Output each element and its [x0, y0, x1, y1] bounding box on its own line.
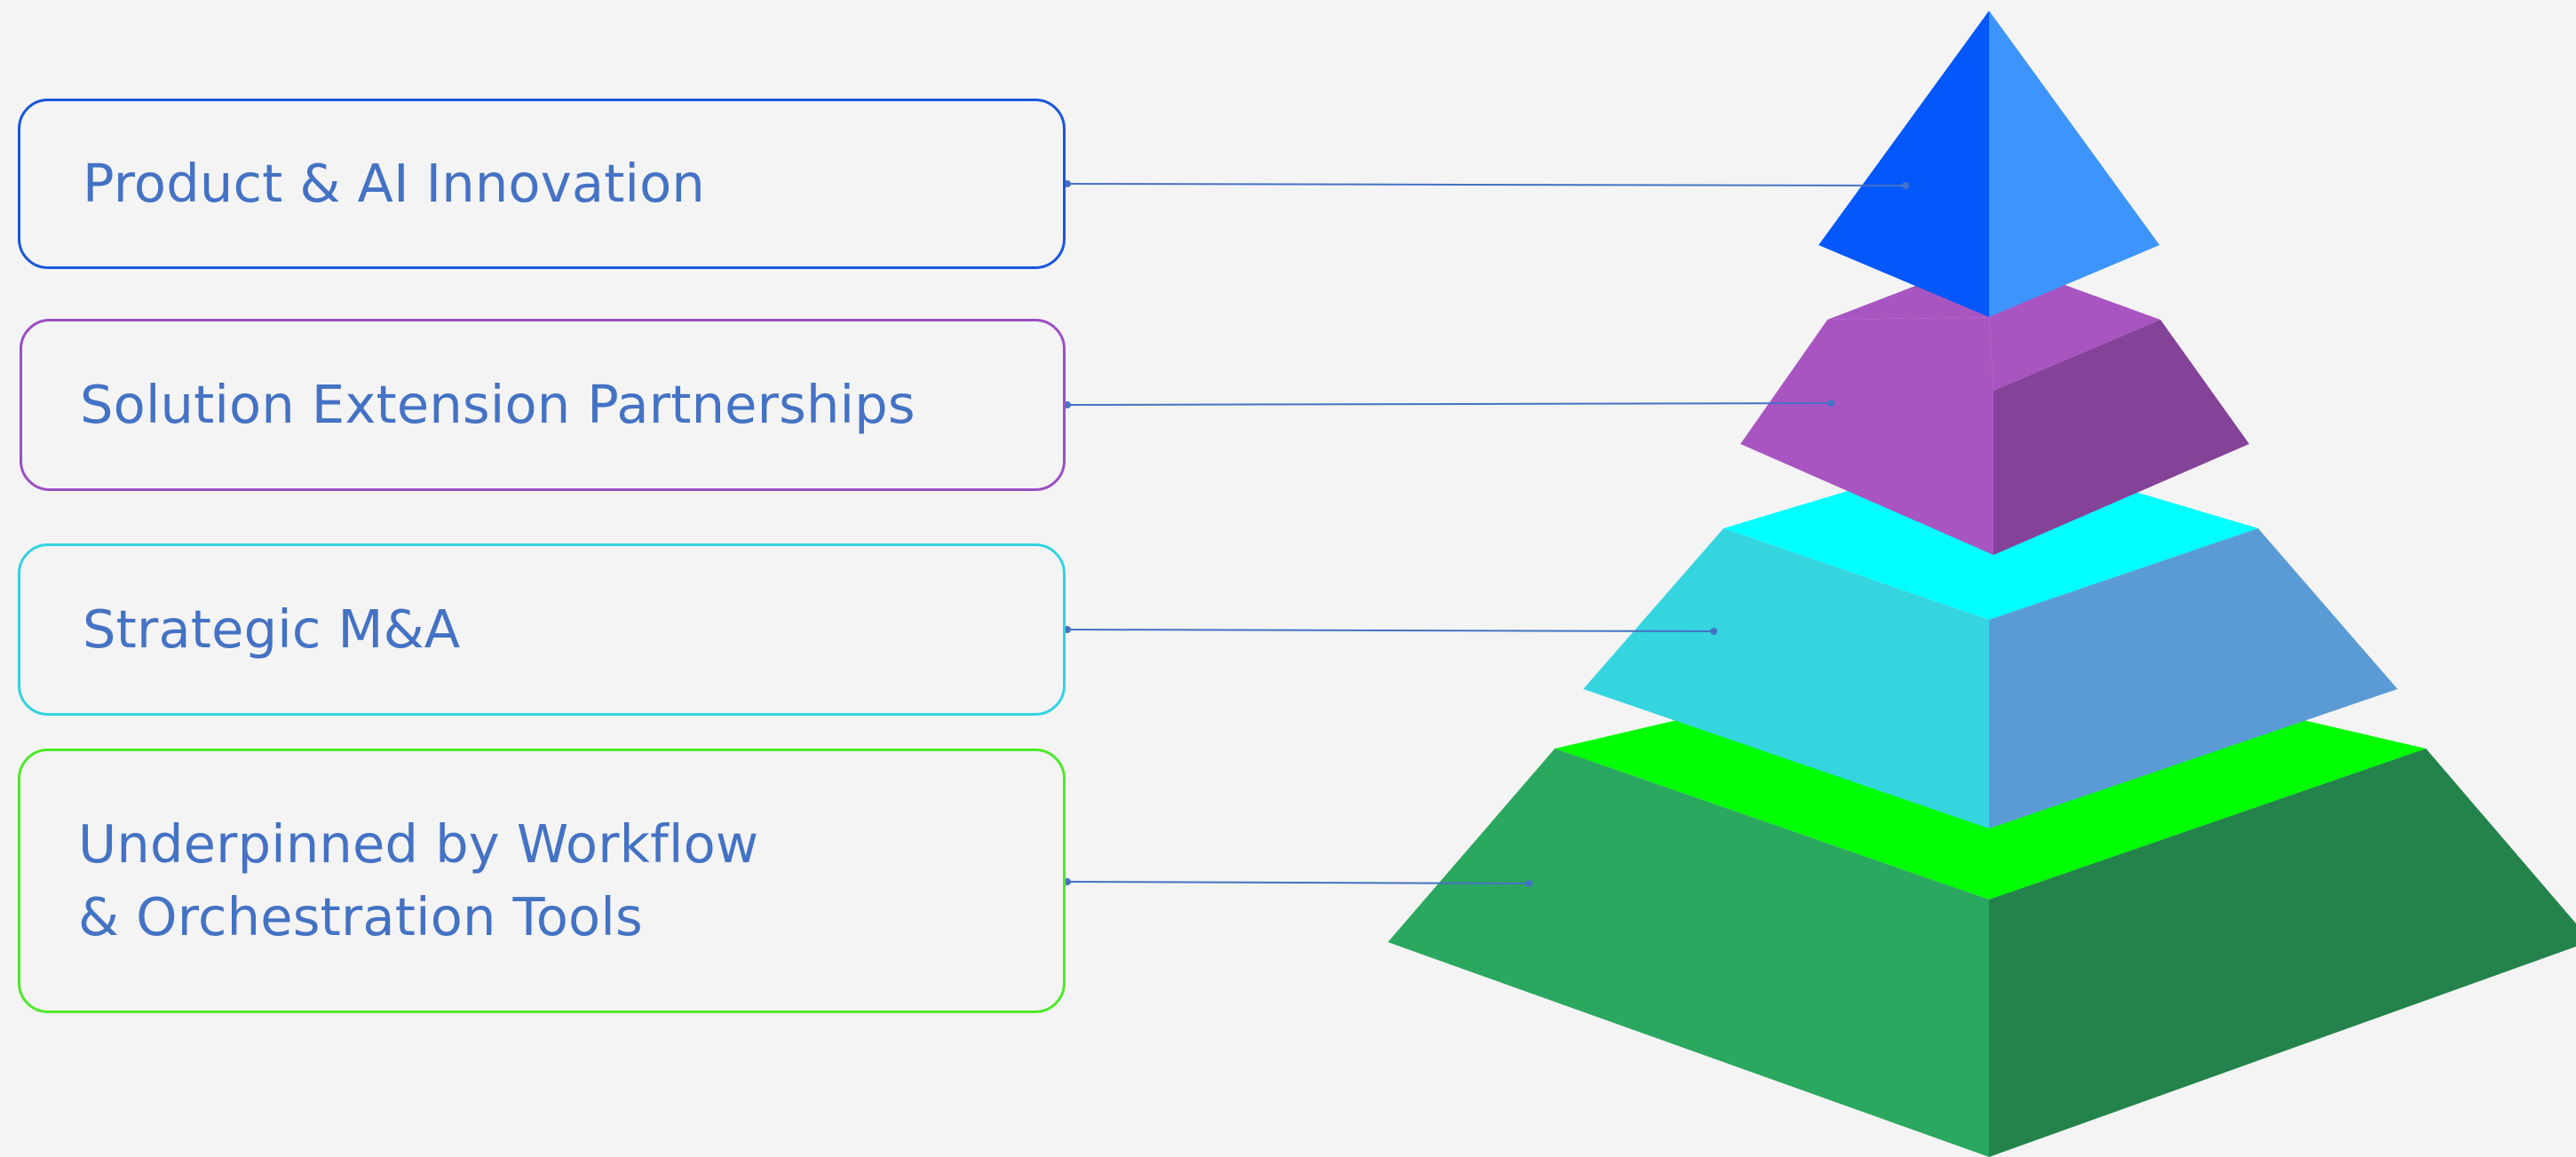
label-line: Strategic M&A — [83, 598, 461, 660]
label-line: & Orchestration Tools — [78, 886, 643, 947]
label-text-tier-1: Product & AI Innovation — [83, 147, 705, 220]
label-box-tier-1: Product & AI Innovation — [18, 99, 1066, 269]
label-box-tier-3: Strategic M&A — [18, 543, 1066, 716]
pyramid-tier-2 — [1740, 258, 2249, 555]
label-text-tier-4: Underpinned by Workflow & Orchestration … — [78, 808, 758, 954]
label-line: Solution Extension Partnerships — [80, 374, 915, 435]
connector-2 — [1064, 400, 1835, 408]
tier-4-left-face — [1388, 749, 1989, 1157]
label-line: Underpinned by Workflow — [78, 813, 759, 875]
tier-2-top-face — [1827, 258, 2160, 391]
label-box-tier-4: Underpinned by Workflow & Orchestration … — [18, 749, 1066, 1013]
tier-3-left-face — [1583, 528, 1989, 828]
tier-2-right-face — [1993, 320, 2249, 555]
connector-4 — [1064, 878, 1533, 887]
label-box-tier-2: Solution Extension Partnerships — [20, 319, 1066, 491]
tier-1-right-face — [1989, 11, 2160, 317]
connector-1 — [1064, 180, 1909, 189]
connector-3 — [1064, 626, 1717, 635]
tier-4-right-face — [1989, 749, 2576, 1157]
tier-2-left-face — [1740, 317, 1993, 555]
tier-1-left-face — [1819, 11, 1989, 317]
pyramid-tier-1 — [1819, 11, 2160, 317]
label-text-tier-3: Strategic M&A — [83, 593, 460, 666]
label-text-tier-2: Solution Extension Partnerships — [80, 368, 915, 441]
tier-3-right-face — [1989, 528, 2398, 828]
label-line: Product & AI Innovation — [83, 153, 706, 214]
